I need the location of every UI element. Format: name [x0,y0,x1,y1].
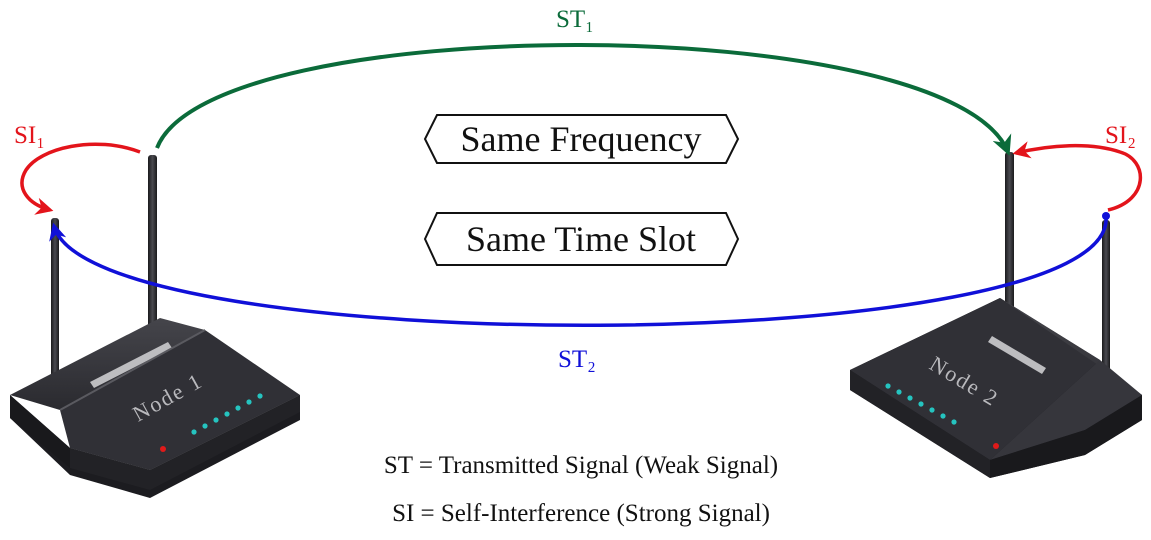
antenna-icon [1005,152,1014,322]
router-node-2: Node 2 [850,152,1142,478]
same-time-slot-box: Same Time Slot [423,212,740,266]
same-frequency-text: Same Frequency [461,119,702,159]
antenna-icon [51,218,59,388]
st2-arrow [49,215,1108,328]
legend-si: SI = Self-Interference (Strong Signal) [392,500,770,527]
si1-label: SI₁ [14,122,45,149]
st1-label: ST₁ [556,6,594,33]
si1-arrow [20,142,141,215]
status-leds [885,383,957,425]
st2-label: ST₂ [558,346,596,373]
router-node-1: Node 1 [10,155,300,498]
st1-arrow [155,43,1012,156]
same-time-slot-text: Same Time Slot [466,219,696,259]
same-frequency-box: Same Frequency [423,114,740,164]
antenna-icon [148,155,157,330]
status-leds [191,393,263,435]
power-led [160,446,166,452]
antenna-icon [1102,220,1110,390]
si2-label: SI₂ [1105,122,1136,149]
power-led [993,443,999,449]
legend-st: ST = Transmitted Signal (Weak Signal) [384,452,778,479]
si2-arrow [1012,141,1143,212]
